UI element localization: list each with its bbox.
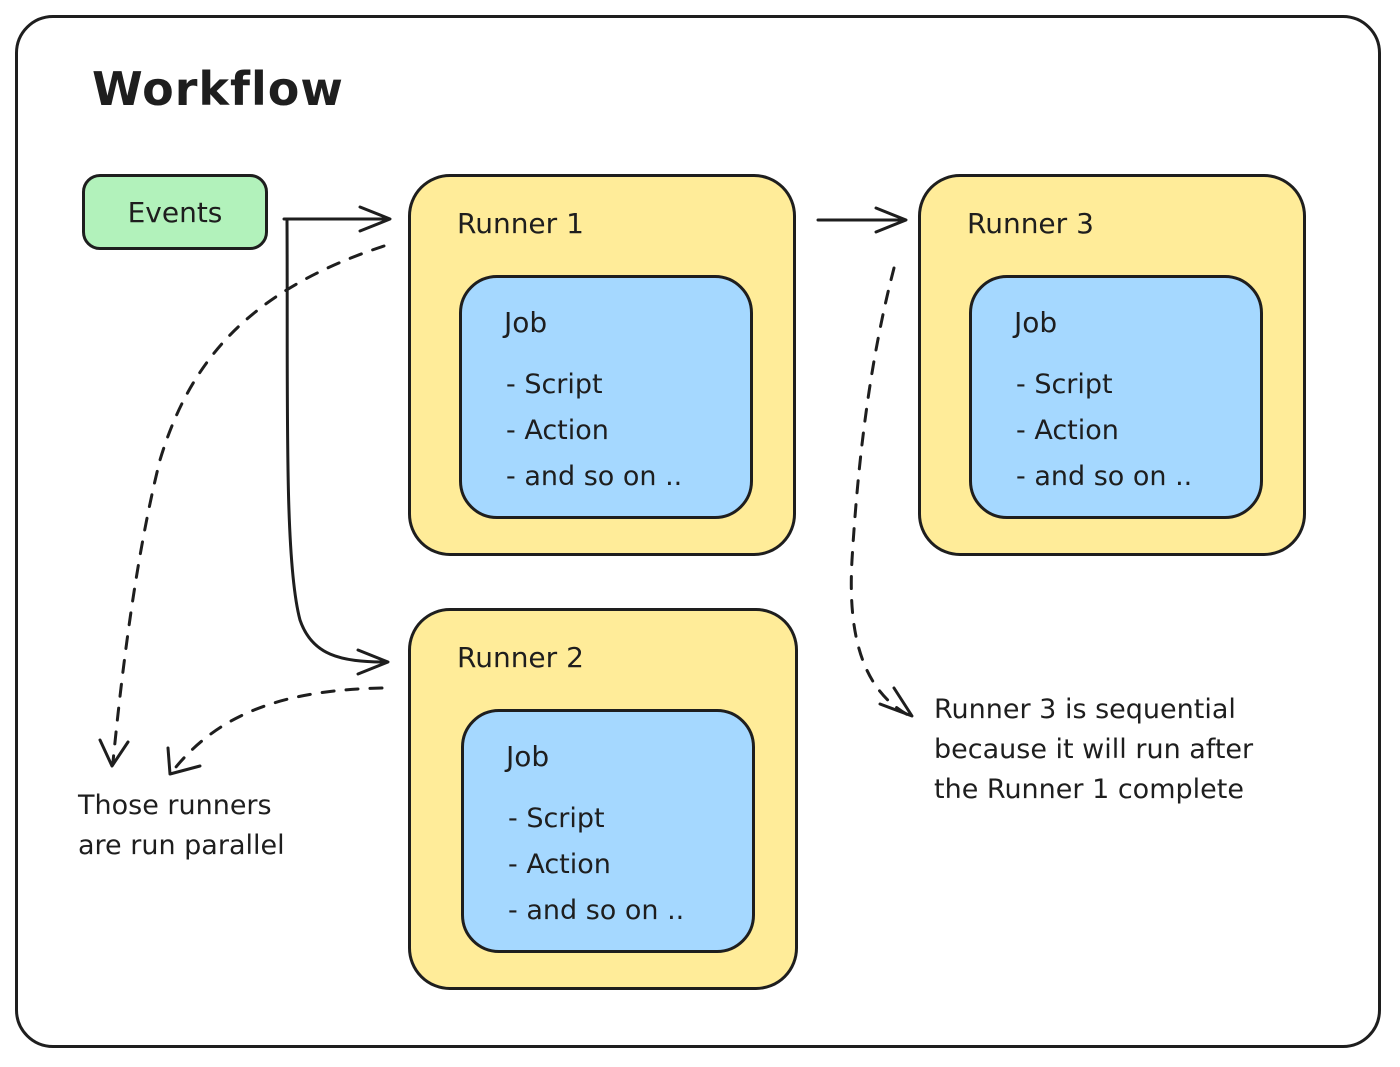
runner-2-job-steps: - Script - Action - and so on .. xyxy=(508,796,684,934)
events-node: Events xyxy=(82,174,268,250)
runner-2-job-step: - Action xyxy=(508,849,611,880)
runner-2-job-step: - and so on .. xyxy=(508,895,685,926)
runner-3-job-title: Job xyxy=(1014,306,1058,339)
diagram-title: Workflow xyxy=(92,62,344,116)
parallel-note-line: Those runners xyxy=(78,790,272,821)
sequential-note-line: because it will run after xyxy=(934,734,1254,765)
sequential-note-line: Runner 3 is sequential xyxy=(934,694,1236,725)
events-label: Events xyxy=(127,195,223,229)
runner-3-job-step: - and so on .. xyxy=(1016,461,1193,492)
runner-2-box: Runner 2 Job - Script - Action - and so … xyxy=(408,608,798,990)
runner-1-box: Runner 1 Job - Script - Action - and so … xyxy=(408,174,796,556)
runner-3-job-steps: - Script - Action - and so on .. xyxy=(1016,362,1192,500)
parallel-note: Those runners are run parallel xyxy=(78,786,285,866)
runner-3-box: Runner 3 Job - Script - Action - and so … xyxy=(918,174,1306,556)
runner-2-job-step: - Script xyxy=(508,803,605,834)
sequential-note: Runner 3 is sequential because it will r… xyxy=(934,690,1253,810)
runner-1-job-step: - Action xyxy=(506,415,609,446)
runner-2-label: Runner 2 xyxy=(457,641,584,674)
runner-1-job-box: Job - Script - Action - and so on .. xyxy=(459,275,753,519)
parallel-note-line: are run parallel xyxy=(78,830,285,861)
runner-1-label: Runner 1 xyxy=(457,207,584,240)
runner-2-job-title: Job xyxy=(506,740,550,773)
runner-1-job-step: - and so on .. xyxy=(506,461,683,492)
runner-2-job-box: Job - Script - Action - and so on .. xyxy=(461,709,755,953)
runner-3-job-step: - Action xyxy=(1016,415,1119,446)
runner-3-job-step: - Script xyxy=(1016,369,1113,400)
sequential-note-line: the Runner 1 complete xyxy=(934,774,1244,805)
runner-3-label: Runner 3 xyxy=(967,207,1094,240)
runner-1-job-steps: - Script - Action - and so on .. xyxy=(506,362,682,500)
runner-1-job-step: - Script xyxy=(506,369,603,400)
runner-3-job-box: Job - Script - Action - and so on .. xyxy=(969,275,1263,519)
runner-1-job-title: Job xyxy=(504,306,548,339)
